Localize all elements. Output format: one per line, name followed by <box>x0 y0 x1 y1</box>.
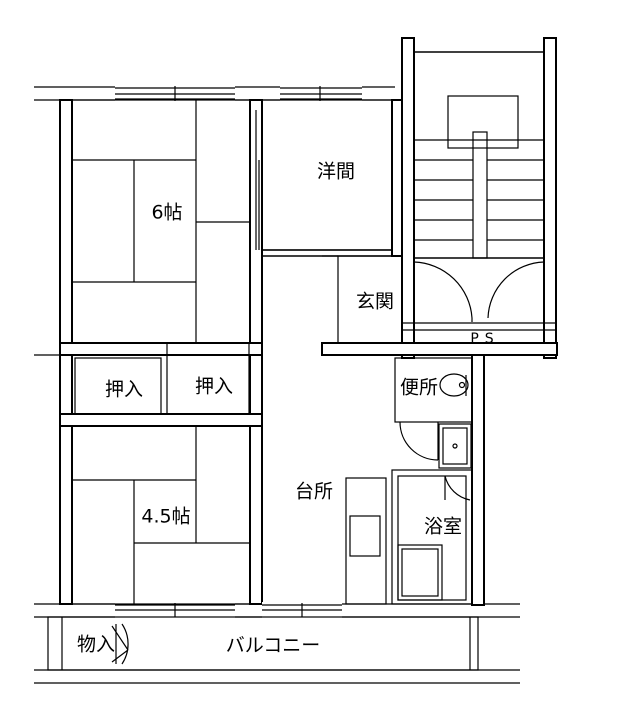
label-6jo: 6帖 <box>151 202 182 224</box>
tatami-45 <box>71 425 251 605</box>
toilet-room <box>394 357 473 461</box>
walls <box>59 37 558 606</box>
bath-room <box>391 469 473 605</box>
label-yokushitsu: 浴室 <box>424 516 462 538</box>
kitchen-room <box>261 440 387 605</box>
windows <box>115 86 362 618</box>
washbasin <box>438 423 472 469</box>
oshiire <box>74 342 250 415</box>
tatami-6 <box>71 99 251 344</box>
label-monoire: 物入 <box>77 634 115 656</box>
label-45jo: 4.5帖 <box>141 506 190 528</box>
staircase <box>402 95 556 331</box>
genkan-room <box>322 255 403 344</box>
label-ps: PS <box>470 331 499 347</box>
label-oshiire-right: 押入 <box>195 376 233 398</box>
label-oshiire-left: 押入 <box>105 379 143 401</box>
label-benjo: 便所 <box>400 377 438 399</box>
yoma-room <box>255 99 393 251</box>
label-yoma: 洋間 <box>317 161 355 183</box>
label-balcony: バルコニー <box>226 635 321 657</box>
label-genkan: 玄関 <box>356 291 394 313</box>
label-daidokoro: 台所 <box>295 481 333 503</box>
balcony-area <box>47 616 479 671</box>
